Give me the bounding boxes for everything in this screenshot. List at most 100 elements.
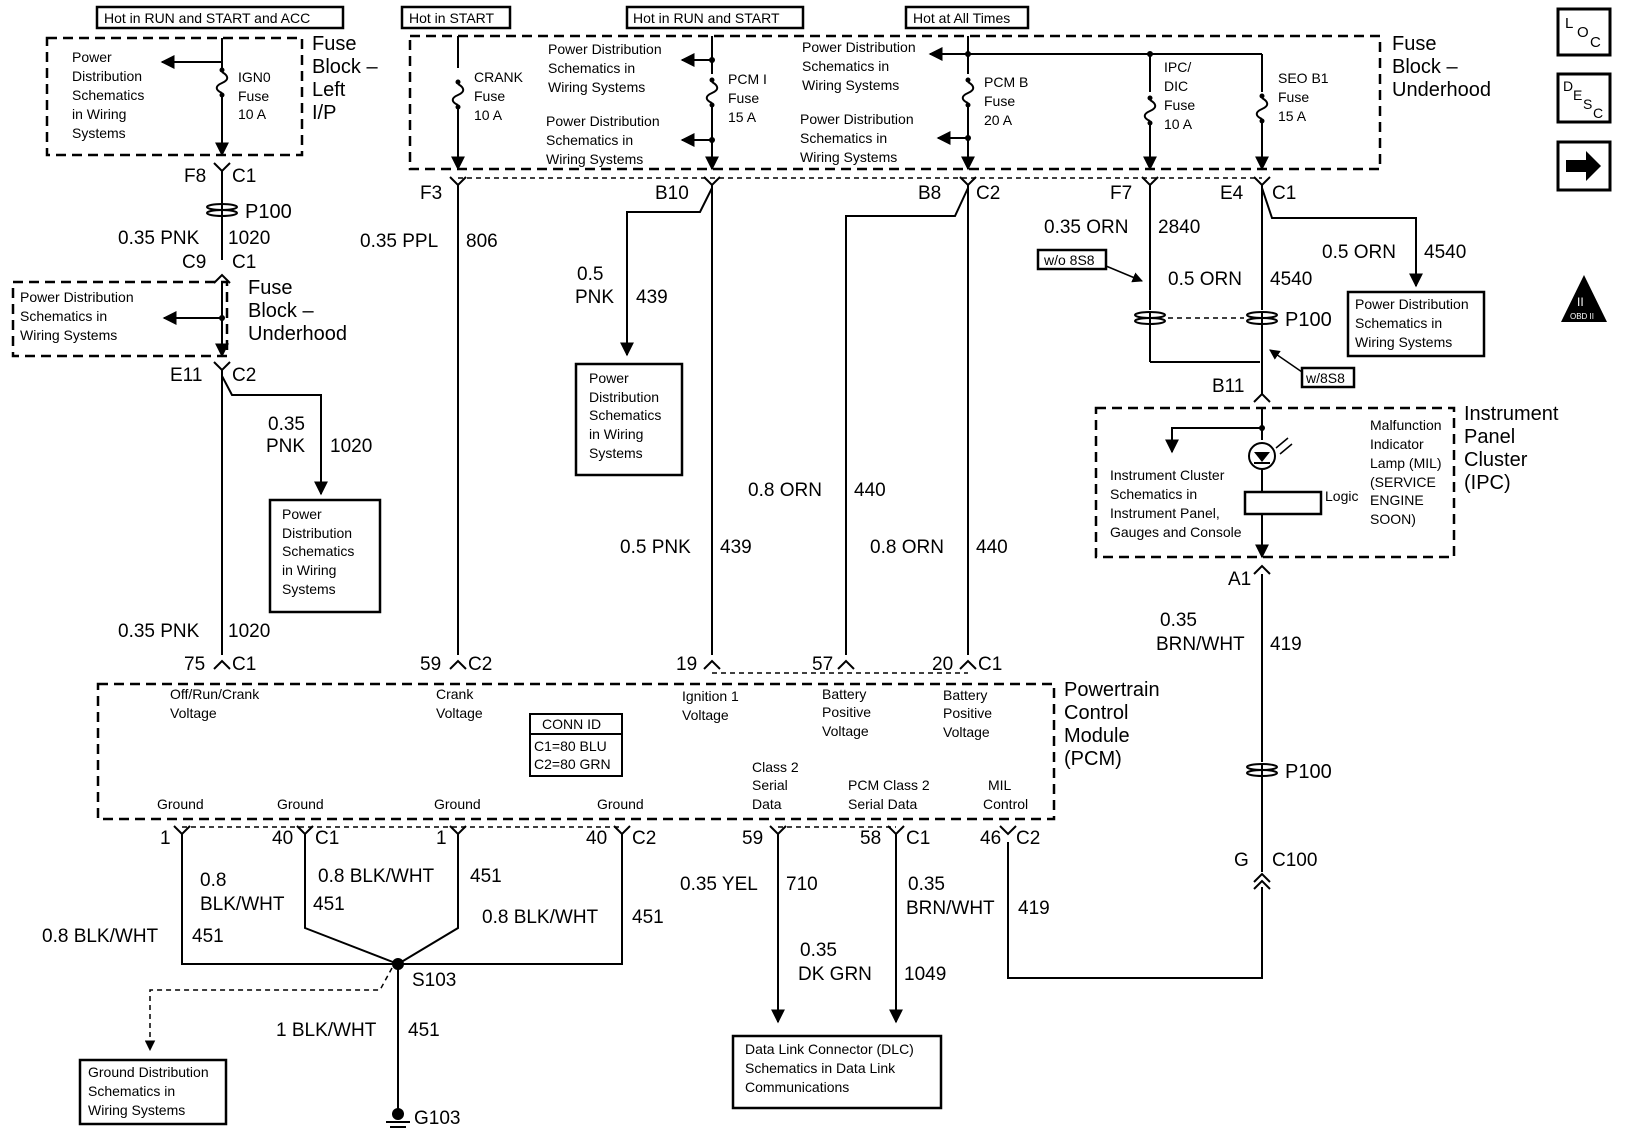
svg-text:440: 440 xyxy=(854,480,886,501)
svg-text:0.35 YEL: 0.35 YEL xyxy=(680,874,758,895)
svg-text:75: 75 xyxy=(184,654,205,675)
svg-text:1049: 1049 xyxy=(904,964,946,985)
svg-text:Ground: Ground xyxy=(597,796,644,812)
svg-text:w/o 8S8: w/o 8S8 xyxy=(1043,252,1095,268)
svg-text:0.35 ORN: 0.35 ORN xyxy=(1044,217,1128,238)
svg-text:C1=80 BLU: C1=80 BLU xyxy=(534,738,607,754)
svg-text:0.5 ORN: 0.5 ORN xyxy=(1322,242,1396,263)
svg-text:0.5 PNK: 0.5 PNK xyxy=(620,537,691,558)
svg-text:P100: P100 xyxy=(1285,309,1332,331)
svg-text:B8: B8 xyxy=(918,183,941,204)
svg-text:PNK: PNK xyxy=(266,436,305,457)
svg-text:Power: Power xyxy=(282,506,322,522)
svg-text:SEO B1: SEO B1 xyxy=(1278,70,1329,86)
svg-text:2840: 2840 xyxy=(1158,217,1200,238)
svg-text:Voltage: Voltage xyxy=(682,707,729,723)
svg-text:C1: C1 xyxy=(315,828,339,849)
svg-text:Logic: Logic xyxy=(1325,488,1358,504)
crank-wire: 0.35 PPL 806 xyxy=(360,185,498,655)
svg-text:19: 19 xyxy=(676,654,697,675)
svg-text:Battery: Battery xyxy=(943,687,987,703)
svg-text:Fuse: Fuse xyxy=(312,33,356,55)
svg-text:(PCM): (PCM) xyxy=(1064,748,1122,770)
svg-text:F3: F3 xyxy=(420,183,442,204)
svg-text:Power Distribution: Power Distribution xyxy=(20,289,134,305)
svg-text:Power Distribution: Power Distribution xyxy=(800,111,914,127)
svg-text:Distribution: Distribution xyxy=(72,68,142,84)
svg-text:Power: Power xyxy=(589,370,629,386)
desc-button[interactable]: D E S C xyxy=(1556,72,1612,124)
svg-text:Schematics in: Schematics in xyxy=(1355,315,1442,331)
svg-text:Malfunction: Malfunction xyxy=(1370,417,1442,433)
svg-text:PCM B: PCM B xyxy=(984,74,1028,90)
fuse-crank-icon xyxy=(451,78,465,111)
fuse-ipc-dic-icon xyxy=(1143,94,1157,127)
svg-text:10 A: 10 A xyxy=(238,106,267,122)
fuse-block-underhood-top: Fuse Block – Underhood CRANK Fuse 10 A P… xyxy=(408,33,1491,171)
svg-text:Crank: Crank xyxy=(436,686,474,702)
svg-text:Block –: Block – xyxy=(312,56,378,78)
svg-text:1020: 1020 xyxy=(330,436,372,457)
logic-block xyxy=(1243,490,1323,516)
svg-text:20 A: 20 A xyxy=(984,112,1013,128)
svg-text:Fuse: Fuse xyxy=(474,88,505,104)
svg-text:1 BLK/WHT: 1 BLK/WHT xyxy=(276,1020,377,1041)
svg-text:E11: E11 xyxy=(170,365,202,386)
svg-text:(SERVICE: (SERVICE xyxy=(1370,474,1436,490)
svg-text:Hot in RUN and START and ACC: Hot in RUN and START and ACC xyxy=(104,10,310,26)
svg-text:G: G xyxy=(1234,850,1249,871)
svg-text:Wiring Systems: Wiring Systems xyxy=(1355,334,1452,350)
svg-text:Power Distribution: Power Distribution xyxy=(1355,296,1469,312)
svg-text:Class 2: Class 2 xyxy=(752,759,799,775)
svg-text:I/P: I/P xyxy=(312,102,336,124)
svg-text:C1: C1 xyxy=(906,828,930,849)
svg-text:P100: P100 xyxy=(1285,761,1332,783)
svg-text:Schematics: Schematics xyxy=(72,87,144,103)
svg-text:A1: A1 xyxy=(1228,569,1251,590)
svg-text:C2=80 GRN: C2=80 GRN xyxy=(534,756,611,772)
svg-text:Schematics in Data Link: Schematics in Data Link xyxy=(745,1060,896,1076)
svg-text:0.35: 0.35 xyxy=(268,414,305,435)
svg-text:Wiring Systems: Wiring Systems xyxy=(546,151,643,167)
next-page-button[interactable] xyxy=(1556,140,1612,192)
svg-text:C2: C2 xyxy=(1016,828,1040,849)
svg-text:Fuse: Fuse xyxy=(1392,33,1436,55)
svg-text:439: 439 xyxy=(720,537,752,558)
svg-text:Instrument Panel,: Instrument Panel, xyxy=(1110,505,1220,521)
svg-text:4540: 4540 xyxy=(1424,242,1466,263)
loc-button[interactable]: L O C xyxy=(1556,7,1612,57)
svg-text:1020: 1020 xyxy=(228,621,270,642)
svg-text:Fuse: Fuse xyxy=(728,90,759,106)
svg-text:Cluster: Cluster xyxy=(1464,449,1528,471)
left-lower-wire: E11 C2 0.35 PNK 1020 0.35 PNK 1020 xyxy=(118,361,372,655)
svg-text:Wiring Systems: Wiring Systems xyxy=(88,1102,185,1118)
svg-text:Control: Control xyxy=(983,796,1028,812)
svg-text:E: E xyxy=(1573,87,1582,103)
ipc-feed-wires: 0.35 ORN 2840 w/o 8S8 0.5 ORN 4540 0.5 O… xyxy=(1036,185,1466,403)
svg-text:II: II xyxy=(1577,295,1584,309)
svg-text:10 A: 10 A xyxy=(474,107,503,123)
svg-text:0.35 PNK: 0.35 PNK xyxy=(118,621,200,642)
svg-text:C: C xyxy=(1590,34,1601,51)
svg-text:Lamp (MIL): Lamp (MIL) xyxy=(1370,455,1442,471)
svg-text:Ignition 1: Ignition 1 xyxy=(682,688,739,704)
svg-text:Schematics in: Schematics in xyxy=(1110,486,1197,502)
conn-id-box xyxy=(529,713,623,777)
svg-text:Underhood: Underhood xyxy=(248,323,347,345)
header-hot-all-times: Hot at All Times xyxy=(904,5,1030,30)
svg-text:Schematics in: Schematics in xyxy=(548,60,635,76)
svg-text:Serial: Serial xyxy=(752,777,788,793)
pds-reference-box-left: Power Distribution Schematics in Wiring … xyxy=(268,498,382,614)
svg-text:4540: 4540 xyxy=(1270,269,1312,290)
svg-text:L: L xyxy=(1565,15,1573,32)
svg-text:Positive: Positive xyxy=(822,704,871,720)
svg-text:439: 439 xyxy=(636,287,668,308)
svg-text:0.8 BLK/WHT: 0.8 BLK/WHT xyxy=(42,926,159,947)
svg-text:Distribution: Distribution xyxy=(282,525,352,541)
svg-text:59: 59 xyxy=(420,654,441,675)
svg-text:440: 440 xyxy=(976,537,1008,558)
underhood-connectors: F3 B10 B8 C2 F7 E4 C1 xyxy=(420,176,1296,204)
svg-text:451: 451 xyxy=(470,866,502,887)
svg-text:419: 419 xyxy=(1270,634,1302,655)
ground-wires: S103 0.8 BLK/WHT 451 0.8 BLK/WHT 451 0.8… xyxy=(42,834,664,1129)
